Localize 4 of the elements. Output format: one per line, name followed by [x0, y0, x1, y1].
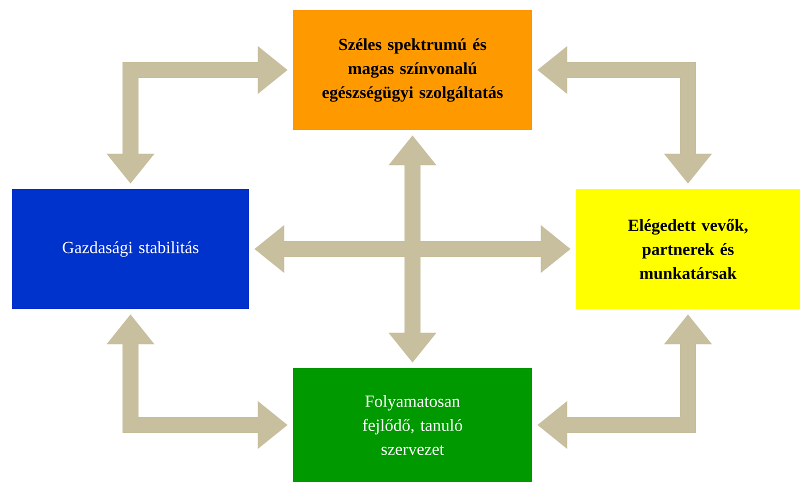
text-box: Elégedett vevők, partnerek és munkatársak	[576, 189, 800, 309]
text-box: Gazdasági stabilitás	[12, 189, 249, 309]
text-box: Folyamatosan fejlődő, tanuló szervezet	[293, 368, 532, 482]
text-box: Széles spektrumú és magas színvonalú egészségügyi szolgáltatás	[293, 10, 532, 130]
